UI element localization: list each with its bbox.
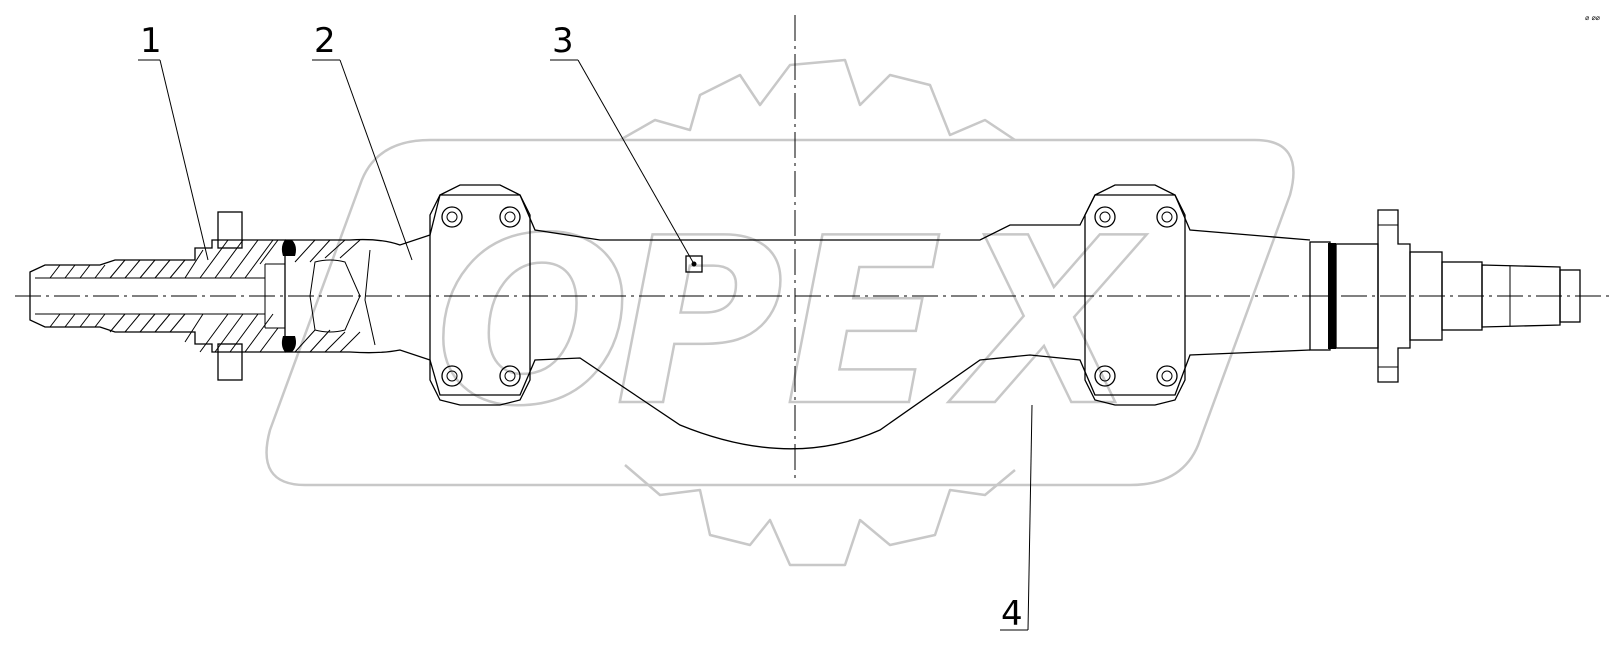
callout-1-label: 1 — [140, 21, 162, 61]
right-spindle — [1309, 209, 1581, 383]
watermark-letter-2: Р — [615, 190, 784, 457]
part-2-axle-housing — [285, 194, 1311, 450]
watermark-letter-4: Х — [948, 190, 1147, 457]
watermark-letter-1: О — [435, 190, 631, 457]
leader-lines — [138, 59, 1033, 631]
callout-3-label: 3 — [552, 21, 574, 61]
watermark-logo: О Р Е Х — [265, 58, 1295, 567]
seal-ring — [1328, 243, 1336, 349]
right-spring-pad — [1084, 184, 1186, 406]
weld-bead-bottom — [281, 336, 296, 352]
left-spring-pad — [429, 184, 531, 406]
watermark-letter-3: Е — [785, 190, 942, 457]
weld-bead-top — [281, 240, 296, 256]
watermark-frame — [265, 138, 1295, 487]
callout-2-label: 2 — [314, 21, 336, 61]
watermark-gear-outline — [619, 58, 1016, 567]
corner-mark: ⌀ ⌀⌀ — [1585, 14, 1600, 22]
callout-4-label: 4 — [1001, 594, 1023, 634]
